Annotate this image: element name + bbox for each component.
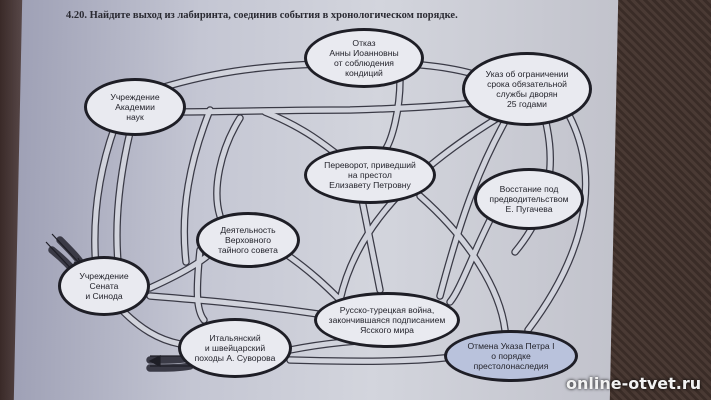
event-peter-decree: Отмена Указа Петра I о порядке престолон… xyxy=(444,330,578,382)
event-turkish: Русско-турецкая война, закончившаяся под… xyxy=(314,292,460,348)
event-pugachev: Восстание под предводительством Е. Пугач… xyxy=(474,168,584,230)
event-decree25: Указ об ограничении срока обязательной с… xyxy=(462,52,592,126)
carpet-background xyxy=(606,0,711,400)
event-suvorov: Итальянский и швейцарский походы А. Суво… xyxy=(178,318,292,378)
event-academy: Учреждение Академии наук xyxy=(84,78,186,136)
watermark: online-otvet.ru xyxy=(566,374,702,393)
event-senate: Учреждение Сената и Синода xyxy=(58,256,150,316)
event-council: Деятельность Верховного тайного совета xyxy=(196,212,300,268)
event-coup: Переворот, приведший на престол Елизавет… xyxy=(304,146,436,204)
task-heading: 4.20. Найдите выход из лабиринта, соедин… xyxy=(66,10,458,21)
event-anna: Отказ Анны Иоанновны от соблюдения конди… xyxy=(304,28,424,88)
